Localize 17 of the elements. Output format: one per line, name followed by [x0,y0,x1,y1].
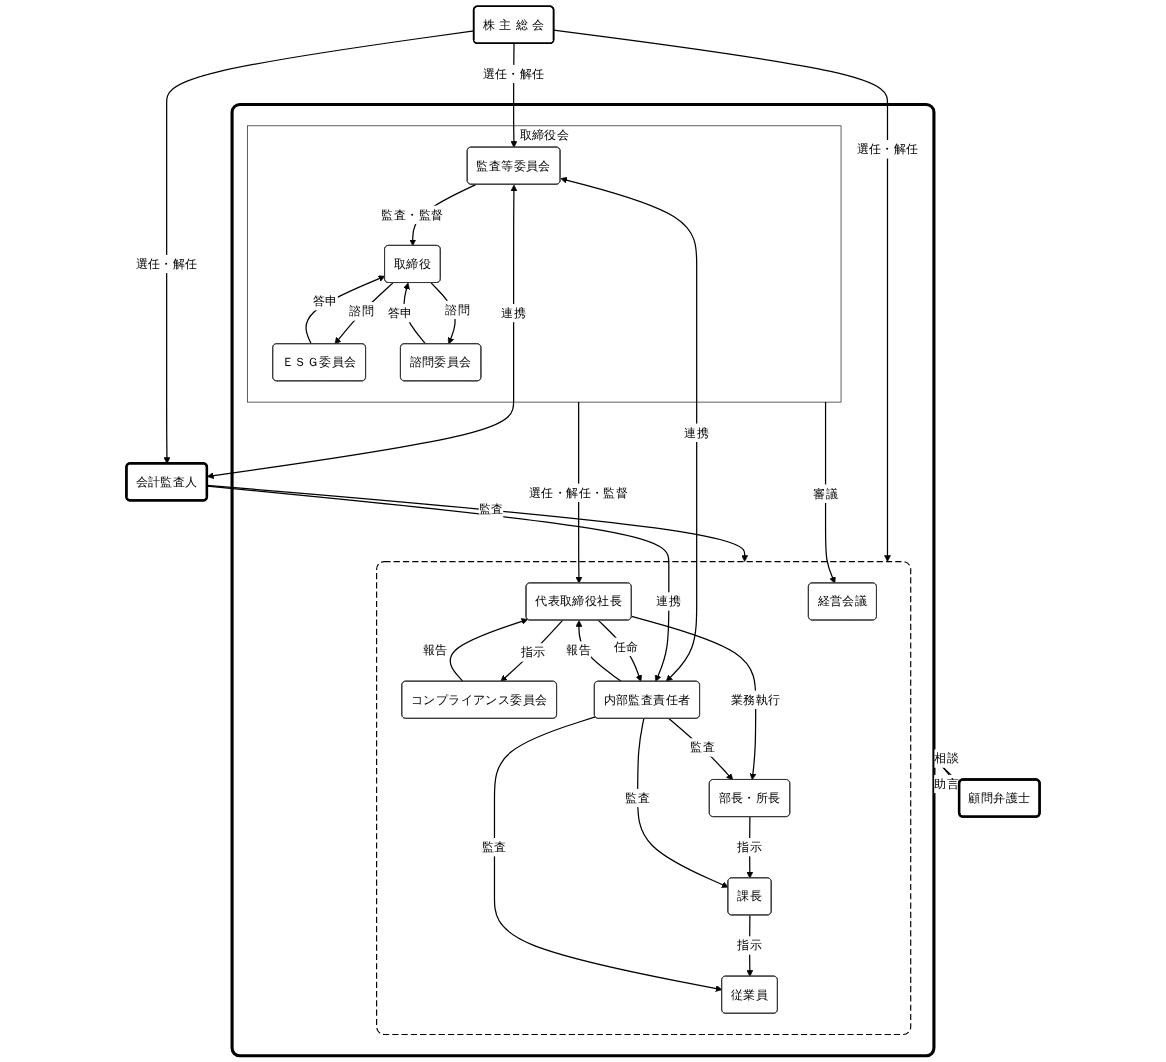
arrow [631,615,757,781]
arrow [668,718,734,781]
arrow [597,619,643,682]
arrow [500,619,564,682]
arrow [334,282,394,345]
arrow [824,401,836,584]
arrow [305,275,386,345]
arrow [552,29,891,562]
arrow [746,914,754,977]
arrow [746,816,754,879]
arrow [493,716,723,992]
arrow [449,618,529,683]
arrow [575,401,583,584]
arrow [206,484,749,562]
cluster [376,561,912,1036]
arrow [637,718,729,888]
cluster [230,102,936,1058]
